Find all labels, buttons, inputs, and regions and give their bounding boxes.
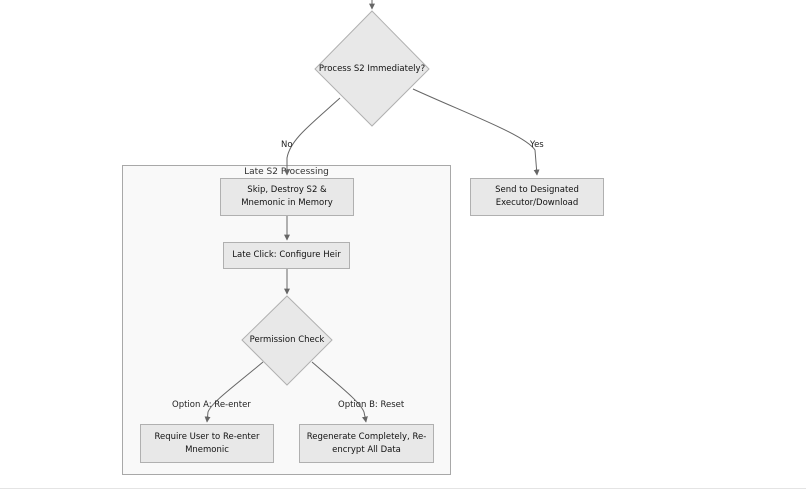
edge-label-option-a: Option A: Re-enter [172, 400, 251, 410]
edge-label-yes: Yes [530, 140, 544, 150]
node-send-executor: Send to Designated Executor/Download [470, 178, 604, 216]
bottom-divider [0, 488, 806, 489]
decision-diamond-process-s2 [314, 10, 430, 127]
decision-diamond-permission-check [241, 295, 333, 386]
edge-yes [412, 88, 540, 176]
edge-option-a [204, 361, 264, 423]
edge-option-b [311, 361, 368, 423]
edge-no [284, 97, 341, 176]
node-regenerate: Regenerate Completely, Re-encrypt All Da… [299, 424, 434, 463]
node-skip-destroy: Skip, Destroy S2 & Mnemonic in Memory [220, 178, 354, 216]
node-process-s2-label: Process S2 Immediately? [318, 64, 426, 74]
edge-label-no: No [281, 140, 293, 150]
node-require-reenter: Require User to Re-enter Mnemonic [140, 424, 274, 463]
edge-label-option-b: Option B: Reset [338, 400, 405, 410]
node-late-click: Late Click: Configure Heir [223, 242, 350, 269]
node-permission-check-label: Permission Check [249, 335, 325, 345]
